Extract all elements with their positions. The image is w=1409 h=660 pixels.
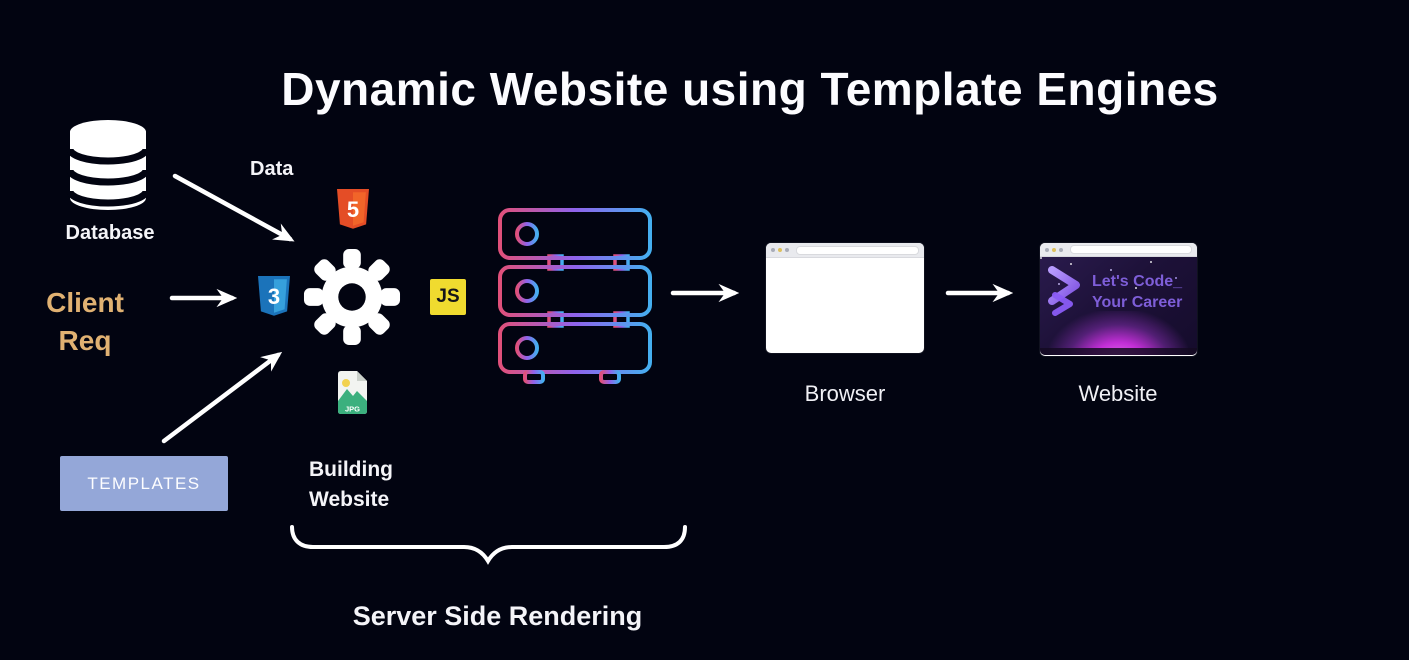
javascript-icon-glyph: JS (436, 286, 460, 307)
html5-icon-glyph: 5 (347, 197, 359, 222)
url-bar (1070, 245, 1192, 254)
gear-icon (303, 248, 401, 346)
ground-decoration (1040, 348, 1197, 355)
templates-box: TEMPLATES (60, 456, 228, 511)
building-website-label: Building Website (309, 455, 393, 515)
website-window: Let's Code_ Your Career (1040, 243, 1197, 356)
website-headline: Let's Code_ Your Career (1092, 271, 1182, 313)
window-dot-icon (1059, 247, 1063, 252)
server-icon (497, 207, 653, 385)
website-label: Website (1078, 381, 1158, 406)
window-dot-icon (1045, 247, 1049, 252)
building-website-line2: Website (309, 488, 390, 511)
server-side-rendering-brace (290, 525, 687, 565)
window-dot-icon (1052, 247, 1056, 252)
browser-label: Browser (804, 381, 886, 406)
html5-icon: 5 (336, 189, 370, 230)
jpg-icon-glyph: JPG (345, 405, 360, 414)
browser-titlebar (766, 243, 924, 258)
website-preview: Let's Code_ Your Career (1040, 257, 1197, 355)
window-dot-icon (778, 248, 782, 252)
website-headline-line1: Let's Code_ (1092, 273, 1183, 290)
templates-label: TEMPLATES (87, 473, 201, 493)
url-bar (796, 245, 919, 255)
data-label: Data (250, 158, 294, 180)
arrow-templates-to-engine (161, 351, 283, 444)
jpg-file-icon: JPG (334, 369, 371, 416)
website-titlebar (1040, 243, 1197, 257)
lets-code-logo-icon (1048, 266, 1080, 316)
browser-window (766, 243, 924, 353)
database-label: Database (65, 222, 155, 244)
glow-decoration (1049, 311, 1188, 355)
css3-icon: 3 (257, 276, 291, 317)
client-req-line1: Client (46, 287, 124, 318)
building-website-line1: Building (309, 458, 393, 481)
javascript-icon: JS (430, 279, 466, 315)
client-req-label: Client Req (28, 284, 142, 360)
stars-decoration (1040, 257, 1042, 259)
window-dot-icon (785, 248, 789, 252)
server-side-rendering-label: Server Side Rendering (352, 601, 643, 631)
client-req-line2: Req (58, 325, 112, 356)
arrow-database-to-engine (172, 173, 295, 242)
page-title: Dynamic Website using Template Engines (281, 63, 1219, 115)
css3-icon-glyph: 3 (268, 284, 280, 309)
database-icon (66, 118, 150, 212)
window-dot-icon (771, 248, 775, 252)
website-headline-line2: Your Career (1092, 294, 1183, 311)
